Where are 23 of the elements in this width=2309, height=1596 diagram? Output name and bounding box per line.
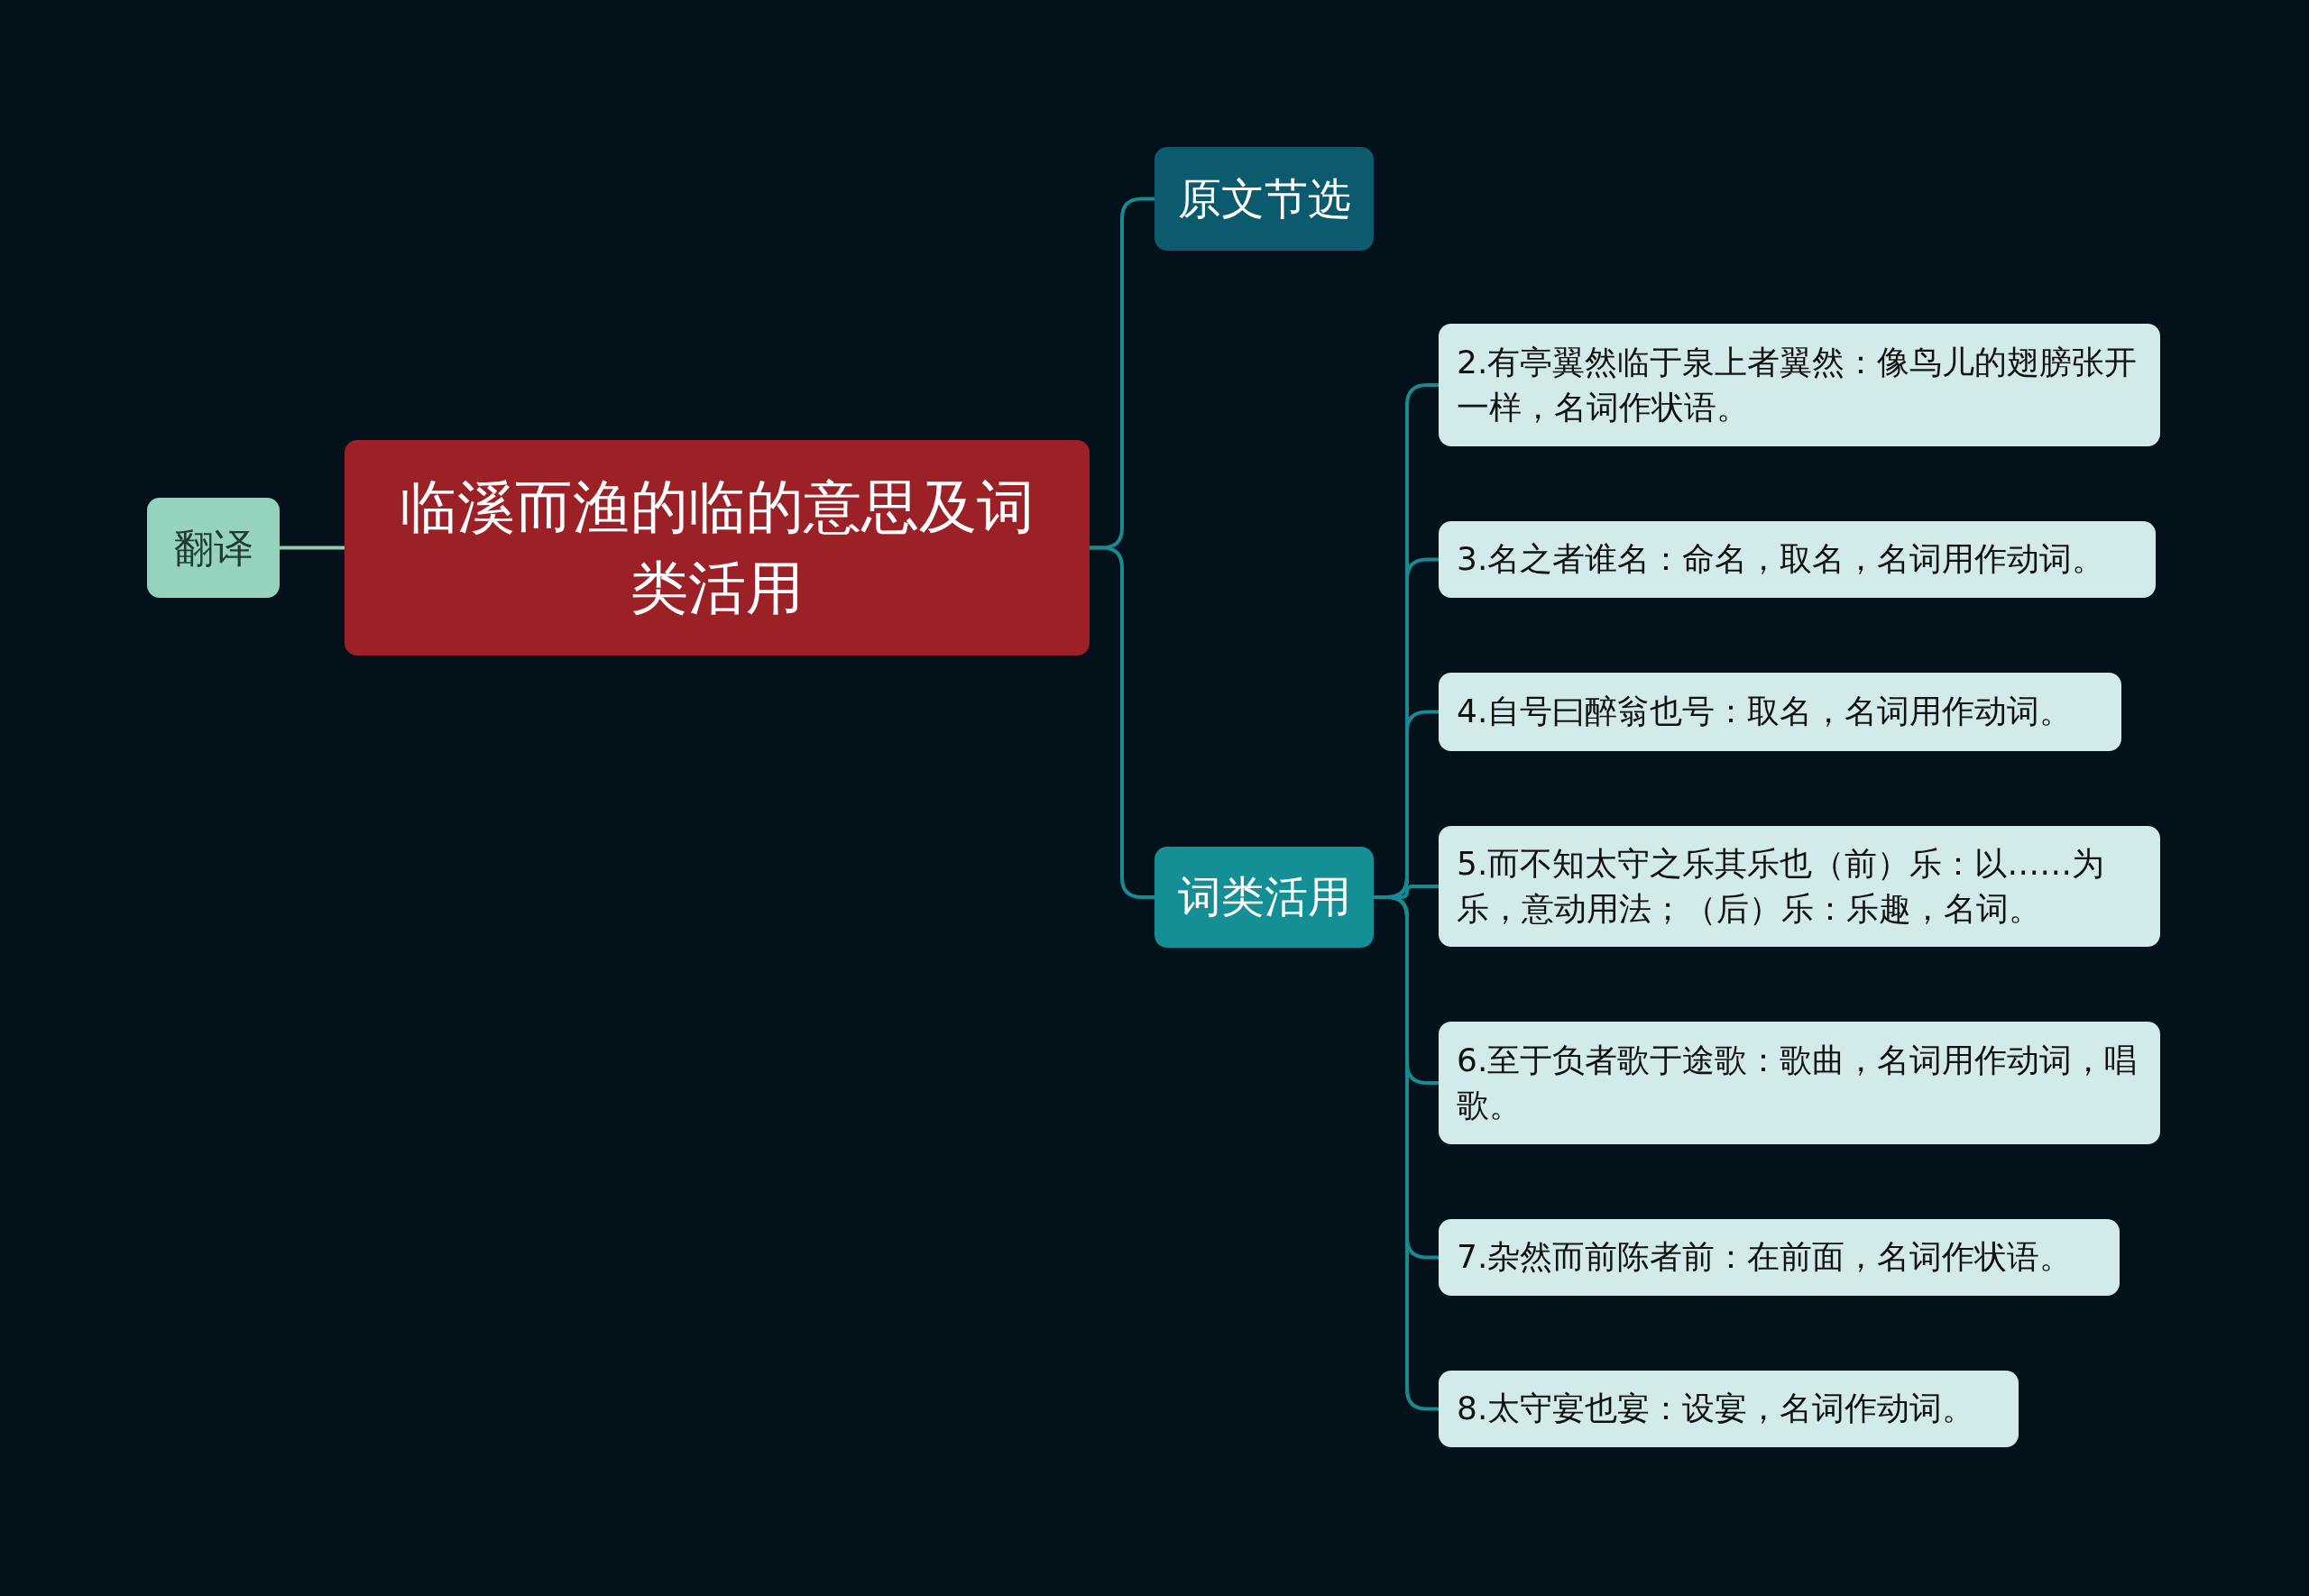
topic-box — [1154, 147, 1374, 251]
subtopic-box — [1439, 521, 2156, 598]
subtopic-box — [1439, 826, 2160, 947]
topic-text: 4.自号曰醉翁也号：取名，名词用作动词。 — [1457, 692, 2074, 732]
topic-text: 5.而不知太守之乐其乐也（前）乐：以……为乐，意动用法；（后）乐：乐趣，名词。 — [1457, 843, 2106, 929]
topic-box — [1154, 847, 1374, 948]
topic-text: 词类活用 — [1176, 870, 1352, 924]
topic-text: 6.至于负者歌于途歌：歌曲，名词用作动词，唱歌。 — [1457, 1040, 2139, 1125]
topic-box — [147, 498, 280, 598]
topic-text: 临溪而渔的临的意思及词类活用 — [399, 472, 1035, 623]
topic-text: 原文节选 — [1176, 171, 1352, 225]
topic-text: 2.有亭翼然临于泉上者翼然：像鸟儿的翅膀张开一样，名词作状语。 — [1457, 342, 2139, 427]
subtopic-box — [1439, 324, 2160, 446]
topic-text: 7.杂然而前陈者前：在前面，名词作状语。 — [1457, 1237, 2074, 1278]
subtopic-box — [1439, 1371, 2019, 1447]
central-topic-box — [345, 440, 1090, 656]
topic-text: 翻译 — [172, 523, 254, 573]
subtopic-box — [1439, 1219, 2120, 1296]
connector-line — [280, 546, 345, 550]
subtopic-box — [1439, 1022, 2160, 1144]
topic-text: 8.太守宴也宴：设宴，名词作动词。 — [1457, 1389, 1976, 1429]
topic-text: 3.名之者谁名：命名，取名，名词用作动词。 — [1457, 539, 2106, 580]
subtopic-box — [1439, 673, 2121, 751]
